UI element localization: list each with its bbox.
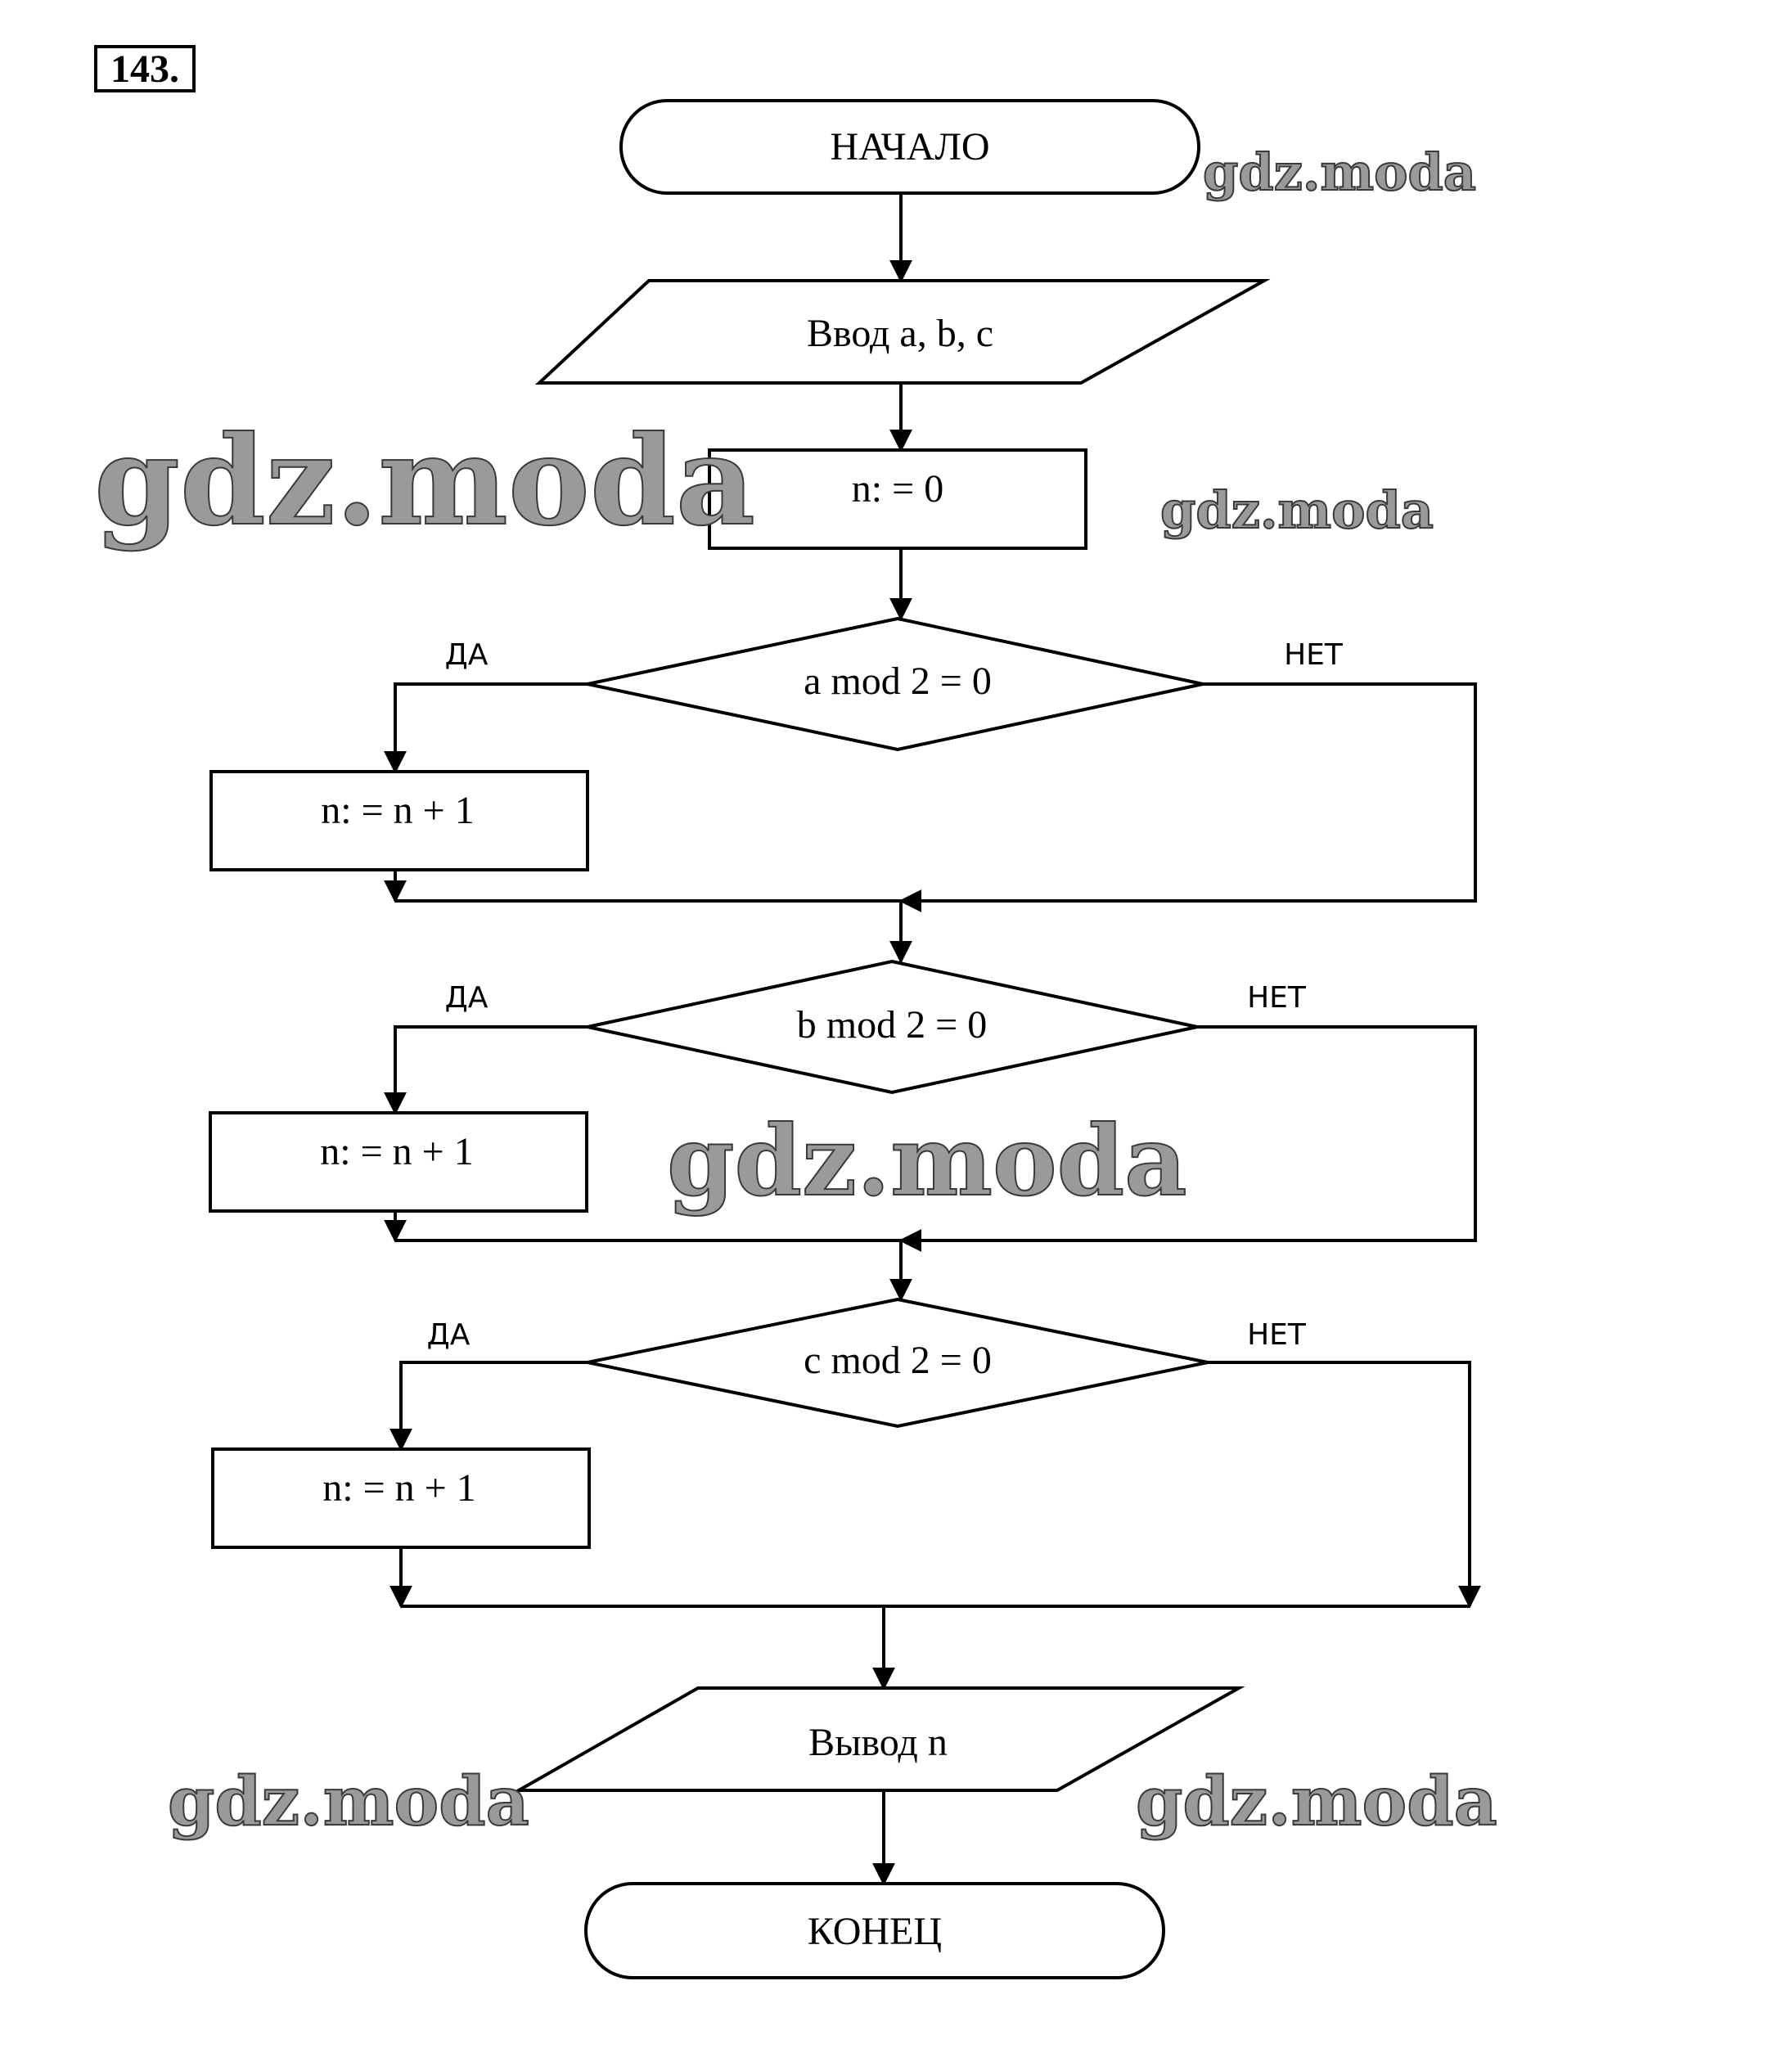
condition-2-action-box (209, 1111, 588, 1213)
condition-2-yes-label: ДА (445, 981, 489, 1015)
condition-3-no-label: НЕТ (1247, 1318, 1307, 1352)
watermark: gdz.moda (1136, 1763, 1497, 1841)
output-label: Вывод n (808, 1721, 948, 1764)
input-label: Ввод a, b, c (807, 312, 993, 355)
condition-1-action-label: n: = n + 1 (321, 789, 474, 832)
condition-1-no-label: НЕТ (1284, 638, 1344, 672)
watermark: gdz.moda (1203, 142, 1476, 202)
start-label: НАЧАЛО (830, 125, 989, 169)
condition-3-diamond (587, 1297, 1209, 1429)
watermark: gdz.moda (168, 1763, 529, 1841)
watermark: gdz.moda (94, 409, 755, 553)
condition-2-no-label: НЕТ (1247, 981, 1307, 1015)
condition-3-label: c mod 2 = 0 (804, 1339, 992, 1382)
condition-1-action-box (209, 770, 589, 871)
end-label: КОНЕЦ (808, 1910, 942, 1953)
condition-2-yes-branch (384, 1025, 588, 1115)
condition-3-yes-label: ДА (427, 1318, 471, 1352)
condition-3-action-box (211, 1447, 591, 1549)
condition-2-no-branch (898, 1025, 1477, 1252)
condition-1-diamond (587, 616, 1204, 752)
init-process (708, 448, 1087, 550)
condition-1-yes-label: ДА (445, 638, 489, 672)
condition-3-no-branch (1208, 1361, 1481, 1609)
problem-number: 143. (110, 47, 179, 91)
input-parallelogram (534, 279, 1271, 385)
start-terminator (619, 99, 1200, 195)
condition-2-action-label: n: = n + 1 (320, 1130, 473, 1173)
end-terminator (584, 1882, 1165, 1979)
watermark: gdz.moda (1160, 480, 1434, 540)
condition-3-action-label: n: = n + 1 (322, 1466, 475, 1510)
condition-2-label: b mod 2 = 0 (797, 1003, 987, 1047)
watermark: gdz.moda (667, 1104, 1187, 1218)
condition-1-no-branch (898, 682, 1477, 912)
condition-1-label: a mod 2 = 0 (804, 660, 992, 703)
condition-1-yes-branch (384, 682, 588, 774)
condition-2-diamond (587, 959, 1198, 1095)
init-label: n: = 0 (852, 467, 943, 511)
output-parallelogram (512, 1686, 1245, 1792)
problem-number-box (94, 45, 196, 92)
condition-3-yes-branch (389, 1361, 588, 1452)
